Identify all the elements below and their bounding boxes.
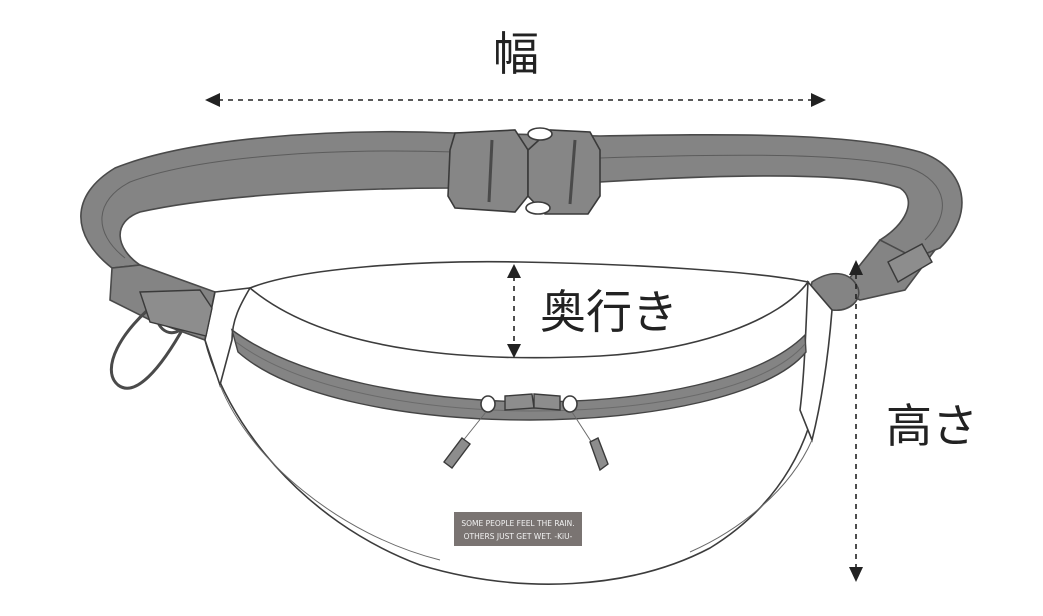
width-arrow-right bbox=[811, 93, 826, 107]
buckle-left-slot bbox=[487, 139, 494, 203]
buckle bbox=[447, 127, 601, 215]
buckle-bottom-hole bbox=[525, 201, 551, 215]
buckle-top-hole bbox=[527, 127, 553, 141]
zipper-cord-left bbox=[461, 411, 487, 443]
zipper-ring-left bbox=[480, 395, 496, 413]
carabiner-strap-loop bbox=[139, 289, 213, 337]
zipper-center-line bbox=[235, 341, 806, 412]
front-seam bbox=[219, 384, 441, 561]
zipper-pulls bbox=[443, 393, 609, 472]
zipper-tip-left bbox=[443, 437, 471, 469]
zipper-cord-right bbox=[571, 411, 595, 447]
height-label: 高さ bbox=[886, 399, 978, 453]
width-arrow-left bbox=[205, 93, 220, 107]
strap-stitch bbox=[101, 150, 943, 259]
height-arrow-bottom bbox=[849, 567, 863, 582]
zipper-slider-right bbox=[533, 393, 561, 411]
buckle-right-slot bbox=[568, 139, 577, 205]
depth-label: 奥行き bbox=[540, 285, 678, 339]
zipper-tip-right bbox=[589, 437, 609, 472]
depth-arrow-top bbox=[507, 264, 521, 278]
label-patch-line2: OTHERS JUST GET WET. -KiU- bbox=[464, 532, 573, 541]
height-arrow-top bbox=[849, 260, 863, 275]
depth-arrow-bottom bbox=[507, 344, 521, 358]
strap-right-adjuster bbox=[887, 243, 933, 283]
width-label: 幅 bbox=[493, 27, 539, 81]
height-dimension: 高さ bbox=[849, 260, 978, 582]
strap-band bbox=[80, 130, 963, 269]
label-patch-line1: SOME PEOPLE FEEL THE RAIN. bbox=[461, 519, 574, 528]
depth-dimension: 奥行き bbox=[507, 264, 678, 358]
zipper-band bbox=[230, 328, 807, 421]
bag-left-gusset bbox=[204, 287, 252, 388]
label-patch: SOME PEOPLE FEEL THE RAIN. OTHERS JUST G… bbox=[454, 512, 582, 546]
carabiner bbox=[109, 289, 213, 390]
zipper-slider-left bbox=[504, 393, 535, 411]
front-seam-right bbox=[689, 439, 813, 553]
label-patch-bg bbox=[454, 512, 582, 546]
zipper-ring-right bbox=[562, 395, 578, 413]
width-dimension: 幅 bbox=[205, 27, 826, 107]
carabiner-hook bbox=[109, 298, 187, 390]
bag-body bbox=[204, 260, 833, 585]
buckle-left bbox=[447, 129, 529, 213]
